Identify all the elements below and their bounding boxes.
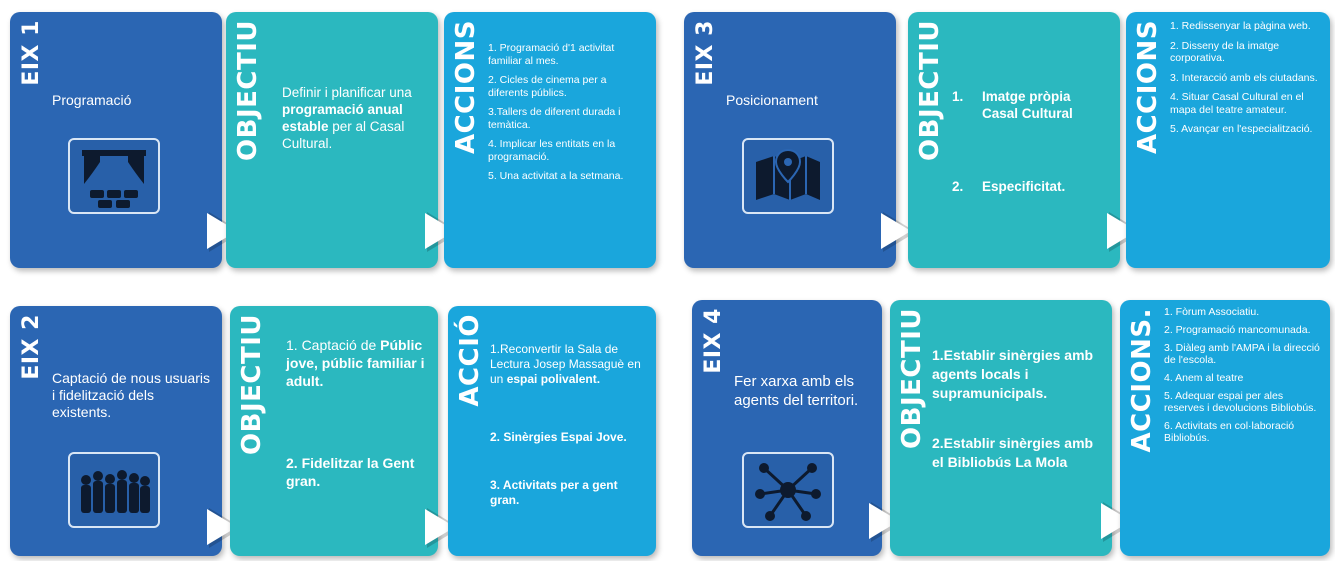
accions3-list: 1. Redissenyar la pàgina web. 2. Disseny… (1170, 20, 1322, 143)
objectiu4-title: OBJECTIU (897, 308, 927, 449)
list-item: 4. Anem al teatre (1164, 372, 1244, 384)
objectiu3-card: OBJECTIU 1. Imatge pròpia Casal Cultural… (908, 12, 1120, 268)
list-item: 3. Activitats per a gent gran. (490, 478, 618, 507)
list-item: 2. Programació mancomunada. (1164, 324, 1311, 336)
list-item: 2. Sinèrgies Espai Jove. (490, 430, 627, 444)
objectiu2-card: OBJECTIU 1. Captació de Públic jove, púb… (230, 306, 438, 556)
accions3-card: ACCIONS 1. Redissenyar la pàgina web. 2.… (1126, 12, 1330, 268)
accions4-list: 1. Fòrum Associatiu. 2. Programació manc… (1164, 306, 1322, 450)
list-item: 3. Diàleg amb l'AMPA i la direcció de l'… (1164, 342, 1320, 366)
list-item: 5. Una activitat a la setmana. (488, 170, 624, 182)
eix4-title: EIX 4 (701, 308, 726, 374)
objectiu1-text: Definir i planificar una programació anu… (282, 85, 412, 151)
list-item: 3. Interacció amb els ciutadans. (1170, 71, 1318, 84)
list-item: 5. Avançar en l'especialització. (1170, 123, 1313, 135)
accions1-title: ACCIONS (451, 20, 481, 155)
eix2-title: EIX 2 (19, 314, 44, 380)
list-item: 3.Tallers de diferent durada i temàtica. (488, 106, 621, 131)
accio2-card: ACCIÓ 1.Reconvertir la Sala de Lectura J… (448, 306, 656, 556)
eix1-title: EIX 1 (19, 20, 44, 86)
list-item: 1.Reconvertir la Sala de Lectura Josep M… (490, 342, 641, 386)
list-item: 1. Programació d'1 activitat familiar al… (488, 42, 615, 67)
objectiu2-item: 1. Captació de Públic jove, públic famil… (286, 337, 425, 389)
eix3-title: EIX 3 (693, 20, 718, 86)
list-item: 5. Adequar espai per ales reserves i dev… (1164, 390, 1317, 414)
eix4-text: Fer xarxa amb els agents del territori. (734, 373, 859, 409)
objectiu3-item: 2. Especificitat. (952, 179, 1066, 194)
objectiu4-item: 2.Establir sinèrgies amb el Bibliobús La… (932, 435, 1094, 470)
list-item: 1. Redissenyar la pàgina web. (1170, 20, 1311, 32)
eix2-card: EIX 2 Captació de nous usuaris i fidelit… (10, 306, 222, 556)
crowd-silhouette-icon (68, 452, 160, 528)
list-item: 2. Cicles de cinema per a diferents públ… (488, 74, 607, 99)
list-item: 2. Disseny de la imatge corporativa. (1170, 39, 1280, 65)
accions1-card: ACCIONS 1. Programació d'1 activitat fam… (444, 12, 656, 268)
arrow-right-icon (881, 213, 911, 249)
theater-stage-icon (68, 138, 160, 214)
accions1-list: 1. Programació d'1 activitat familiar al… (488, 42, 648, 190)
objectiu3-title: OBJECTIU (915, 20, 945, 161)
accions4-card: ACCIONS. 1. Fòrum Associatiu. 2. Program… (1120, 300, 1330, 556)
eix3-card: EIX 3 Posicionament (684, 12, 896, 268)
eix1-card: EIX 1 Programació (10, 12, 222, 268)
list-item: 1. Fòrum Associatiu. (1164, 306, 1260, 318)
eix2-text: Captació de nous usuaris i fidelització … (52, 370, 210, 420)
objectiu4-item: 1.Establir sinèrgies amb agents locals i… (932, 347, 1094, 401)
objectiu3-item: 1. Imatge pròpia Casal Cultural (952, 89, 1073, 121)
eix3-text: Posicionament (726, 92, 818, 108)
objectiu2-item: 2. Fidelitzar la Gent gran. (286, 455, 415, 489)
accions4-title: ACCIONS. (1127, 308, 1157, 453)
map-pin-icon (742, 138, 834, 214)
eix1-text: Programació (52, 92, 132, 108)
list-item: 6. Activitats en col·laboració Bibliobús… (1164, 420, 1295, 444)
eix4-card: EIX 4 Fer xarxa amb els agents del terri… (692, 300, 882, 556)
network-hub-icon (742, 452, 834, 528)
list-item: 4. Situar Casal Cultural en el mapa del … (1170, 91, 1304, 116)
objectiu4-card: OBJECTIU 1.Establir sinèrgies amb agents… (890, 300, 1112, 556)
objectiu1-card: OBJECTIU Definir i planificar una progra… (226, 12, 438, 268)
accio2-title: ACCIÓ (455, 314, 485, 407)
list-item: 4. Implicar les entitats en la programac… (488, 138, 616, 163)
objectiu1-title: OBJECTIU (233, 20, 263, 161)
accions3-title: ACCIONS (1133, 20, 1163, 155)
objectiu2-title: OBJECTIU (237, 314, 267, 455)
